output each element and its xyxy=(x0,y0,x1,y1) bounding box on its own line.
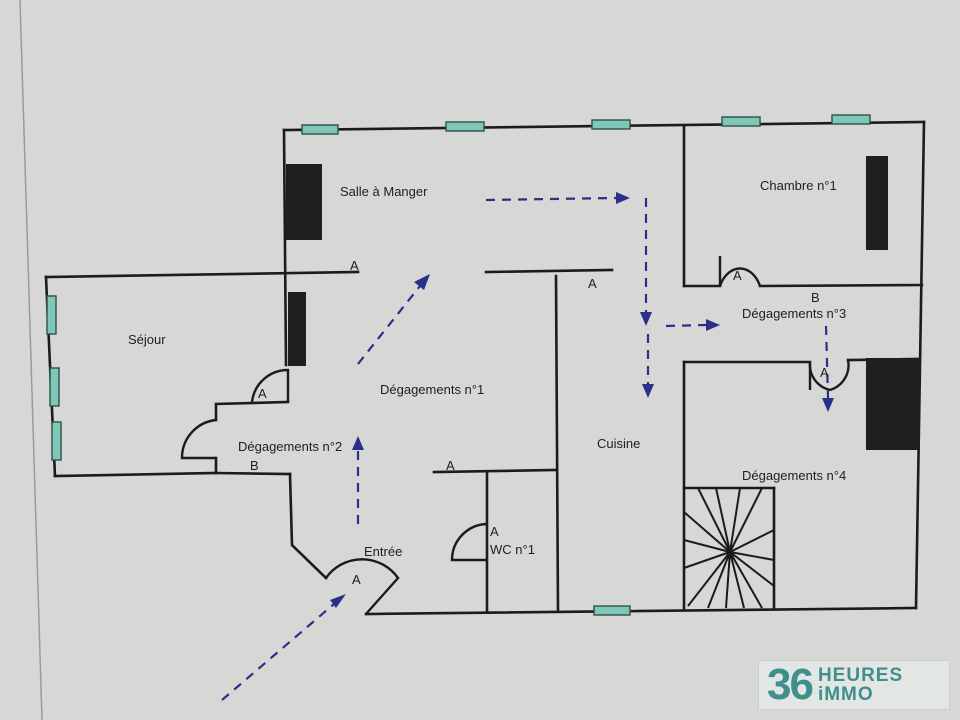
door-letter-a: A xyxy=(490,524,499,539)
door-letter-a: A xyxy=(258,386,267,401)
label-chambre-1: Chambre n°1 xyxy=(760,178,837,193)
door-letter-b: B xyxy=(250,458,259,473)
circulation-arrows xyxy=(221,192,834,701)
door-letter-a: A xyxy=(820,365,829,380)
logo-number: 36 xyxy=(767,660,814,709)
room-labels: Salle à Manger Chambre n°1 Séjour Dégage… xyxy=(128,178,846,559)
wall-blocks xyxy=(286,156,920,450)
label-cuisine: Cuisine xyxy=(597,436,640,451)
screen-edge-line xyxy=(19,0,43,720)
door-letter-a: A xyxy=(446,458,455,473)
label-degagements-1: Dégagements n°1 xyxy=(380,382,484,397)
label-sejour: Séjour xyxy=(128,332,166,347)
staircase xyxy=(683,487,775,609)
brand-logo: 36 HEURES iMMO xyxy=(758,660,950,710)
walls xyxy=(44,120,926,616)
door-letter-a: A xyxy=(350,258,359,273)
label-degagements-2: Dégagements n°2 xyxy=(238,439,342,454)
door-letter-b: B xyxy=(811,290,820,305)
door-letter-a: A xyxy=(352,572,361,587)
logo-word-immo: iMMO xyxy=(817,684,874,705)
door-letter-a: A xyxy=(588,276,597,291)
door-letters: A A A B A A B A A A xyxy=(250,258,829,587)
label-wc-1: WC n°1 xyxy=(490,542,535,557)
logo-word-heures: HEURES xyxy=(817,665,904,686)
label-degagements-4: Dégagements n°4 xyxy=(742,468,846,483)
label-degagements-3: Dégagements n°3 xyxy=(742,306,846,321)
doors xyxy=(180,256,850,615)
door-letter-a: A xyxy=(733,268,742,283)
label-entree: Entrée xyxy=(364,544,402,559)
logo-words: HEURES iMMO xyxy=(818,666,903,704)
label-salle-a-manger: Salle à Manger xyxy=(340,184,428,199)
windows xyxy=(46,114,871,616)
